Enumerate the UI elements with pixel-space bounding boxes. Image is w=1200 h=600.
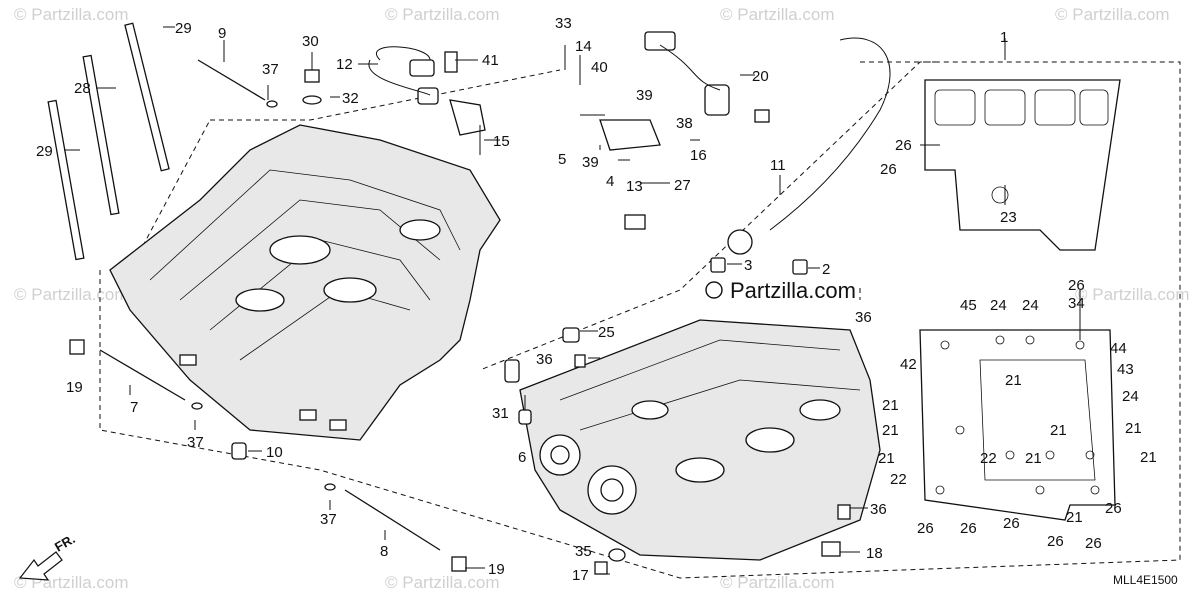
callout-21[interactable]: 21 — [1140, 449, 1157, 466]
callout-1[interactable]: 1 — [1000, 29, 1008, 46]
callout-35[interactable]: 35 — [575, 543, 592, 560]
watermark: © Partzilla.com — [14, 285, 129, 304]
callout-14[interactable]: 14 — [575, 38, 592, 55]
callout-36[interactable]: 36 — [855, 309, 872, 326]
callout-38[interactable]: 38 — [676, 115, 693, 132]
callout-33[interactable]: 33 — [555, 15, 572, 32]
callout-26[interactable]: 26 — [1047, 533, 1064, 550]
front-arrow-icon — [18, 551, 63, 581]
wiring — [368, 37, 891, 231]
callout-21[interactable]: 21 — [882, 397, 899, 414]
callout-26[interactable]: 26 — [895, 137, 912, 154]
watermark: © Partzilla.com — [385, 573, 500, 592]
callout-21[interactable]: 21 — [1125, 420, 1142, 437]
callout-27[interactable]: 27 — [674, 177, 691, 194]
callout-43[interactable]: 43 — [1117, 361, 1134, 378]
callout-11[interactable]: 11 — [770, 157, 786, 174]
callout-26[interactable]: 26 — [1085, 535, 1102, 552]
diagram-code: MLL4E1500 — [1113, 573, 1178, 587]
crankcase-gasket-upper — [924, 79, 1121, 251]
callout-26[interactable]: 26 — [1068, 277, 1085, 294]
callout-29[interactable]: 29 — [36, 143, 53, 160]
callout-12[interactable]: 12 — [336, 56, 353, 73]
small-hardware — [69, 31, 851, 575]
callout-39[interactable]: 39 — [636, 87, 653, 104]
callout-44[interactable]: 44 — [1110, 340, 1127, 357]
callout-39[interactable]: 39 — [582, 154, 599, 171]
callout-30[interactable]: 30 — [302, 33, 319, 50]
callout-6[interactable]: 6 — [518, 449, 526, 466]
callout-31[interactable]: 31 — [492, 405, 509, 422]
callout-labels: 1 2 3 4 5 6 7 8 9 10 11 12 13 14 15 16 1… — [36, 15, 1157, 584]
callout-37[interactable]: 37 — [320, 511, 337, 528]
callout-32[interactable]: 32 — [342, 90, 359, 107]
callout-24[interactable]: 24 — [990, 297, 1007, 314]
callout-41[interactable]: 41 — [482, 52, 499, 69]
callout-34[interactable]: 34 — [1068, 295, 1085, 312]
callout-21[interactable]: 21 — [882, 422, 899, 439]
callout-17[interactable]: 17 — [572, 567, 589, 584]
callout-3[interactable]: 3 — [744, 257, 752, 274]
callout-21[interactable]: 21 — [1025, 450, 1042, 467]
callout-22[interactable]: 22 — [890, 471, 907, 488]
callout-36[interactable]: 36 — [536, 351, 553, 368]
leader-lines — [64, 26, 1081, 575]
callout-36[interactable]: 36 — [870, 501, 887, 518]
callout-21[interactable]: 21 — [1050, 422, 1067, 439]
callout-26[interactable]: 26 — [880, 161, 897, 178]
callout-21[interactable]: 21 — [878, 450, 895, 467]
callout-26[interactable]: 26 — [960, 520, 977, 537]
callout-29[interactable]: 29 — [175, 20, 192, 37]
callout-23[interactable]: 23 — [1000, 209, 1017, 226]
copyright-icon — [705, 281, 723, 299]
callout-15[interactable]: 15 — [493, 133, 510, 150]
callout-42[interactable]: 42 — [900, 356, 917, 373]
callout-19[interactable]: 19 — [488, 561, 505, 578]
callout-21[interactable]: 21 — [1005, 372, 1022, 389]
watermark: © Partzilla.com — [720, 5, 835, 24]
callout-18[interactable]: 18 — [866, 545, 883, 562]
callout-16[interactable]: 16 — [690, 147, 707, 164]
callout-22[interactable]: 22 — [980, 450, 997, 467]
crankcase-bolt-pattern — [919, 329, 1116, 521]
callout-40[interactable]: 40 — [591, 59, 608, 76]
callout-24[interactable]: 24 — [1122, 388, 1139, 405]
center-watermark-text: Partzilla.com — [730, 278, 856, 303]
callout-9[interactable]: 9 — [218, 25, 226, 42]
callout-13[interactable]: 13 — [626, 178, 643, 195]
callout-7[interactable]: 7 — [130, 399, 138, 416]
callout-5[interactable]: 5 — [558, 151, 566, 168]
callout-19[interactable]: 19 — [66, 379, 83, 396]
callout-37[interactable]: 37 — [262, 61, 279, 78]
callout-26[interactable]: 26 — [917, 520, 934, 537]
callout-2[interactable]: 2 — [822, 261, 830, 278]
watermark-layer: © Partzilla.com © Partzilla.com © Partzi… — [14, 5, 1190, 592]
callout-25[interactable]: 25 — [598, 324, 615, 341]
lower-crankcase — [519, 319, 881, 561]
center-watermark: Partzilla.com — [705, 278, 856, 303]
callout-24[interactable]: 24 — [1022, 297, 1039, 314]
callout-26[interactable]: 26 — [1105, 500, 1122, 517]
upper-crankcase — [109, 124, 501, 441]
watermark: © Partzilla.com — [385, 5, 500, 24]
callout-45[interactable]: 45 — [960, 297, 977, 314]
stud-bolts — [47, 22, 441, 551]
watermark: © Partzilla.com — [1055, 5, 1170, 24]
callout-8[interactable]: 8 — [380, 543, 388, 560]
front-arrow-label: FR. — [52, 531, 78, 554]
callout-10[interactable]: 10 — [266, 444, 283, 461]
watermark: © Partzilla.com — [720, 573, 835, 592]
callout-26[interactable]: 26 — [1003, 515, 1020, 532]
callout-37[interactable]: 37 — [187, 434, 204, 451]
callout-21[interactable]: 21 — [1066, 509, 1083, 526]
callout-20[interactable]: 20 — [752, 68, 769, 85]
callout-4[interactable]: 4 — [606, 173, 614, 190]
callout-28[interactable]: 28 — [74, 80, 91, 97]
watermark: © Partzilla.com — [14, 5, 129, 24]
watermark: © Partzilla.com — [1075, 285, 1190, 304]
